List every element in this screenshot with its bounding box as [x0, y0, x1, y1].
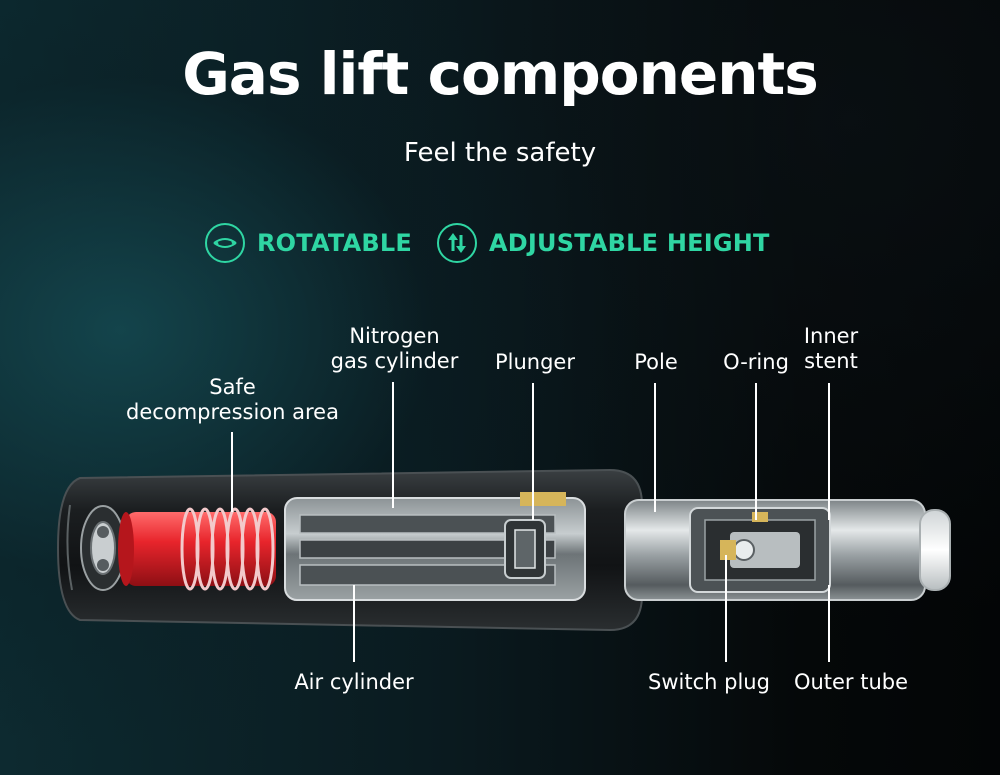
feature-label: ADJUSTABLE HEIGHT: [489, 229, 770, 257]
callout-plunger: Plunger: [494, 350, 575, 374]
spring-coils: [180, 507, 275, 591]
callout-pole: Pole: [634, 350, 678, 374]
callout-outer-tube: Outer tube: [793, 670, 909, 694]
up-down-arrows-icon: [437, 223, 477, 263]
page-subtitle: Feel the safety: [403, 138, 597, 168]
feature-label: ROTATABLE: [257, 229, 412, 257]
leader-lines: [231, 382, 830, 662]
callout-air-cylinder: Air cylinder: [294, 670, 414, 694]
callout-o-ring: O-ring: [723, 350, 789, 374]
rotate-arrows-icon: [205, 223, 245, 263]
pole: [624, 499, 926, 601]
end-cap: [80, 505, 126, 591]
feature-adjustable-height: ADJUSTABLE HEIGHT: [437, 222, 770, 264]
decompression-spring: [118, 512, 276, 586]
callout-safe-decompression-area: Safe decompression area: [126, 375, 339, 424]
pole-end-cap: [919, 509, 951, 591]
inner-cylinder: [284, 492, 586, 601]
callout-inner-stent: Inner stent: [803, 324, 859, 373]
page-title: Gas lift components: [182, 40, 819, 108]
callout-nitrogen-gas-cylinder: Nitrogen gas cylinder: [330, 324, 459, 373]
feature-rotatable: ROTATABLE: [205, 222, 412, 264]
callout-switch-plug: Switch plug: [648, 670, 770, 694]
